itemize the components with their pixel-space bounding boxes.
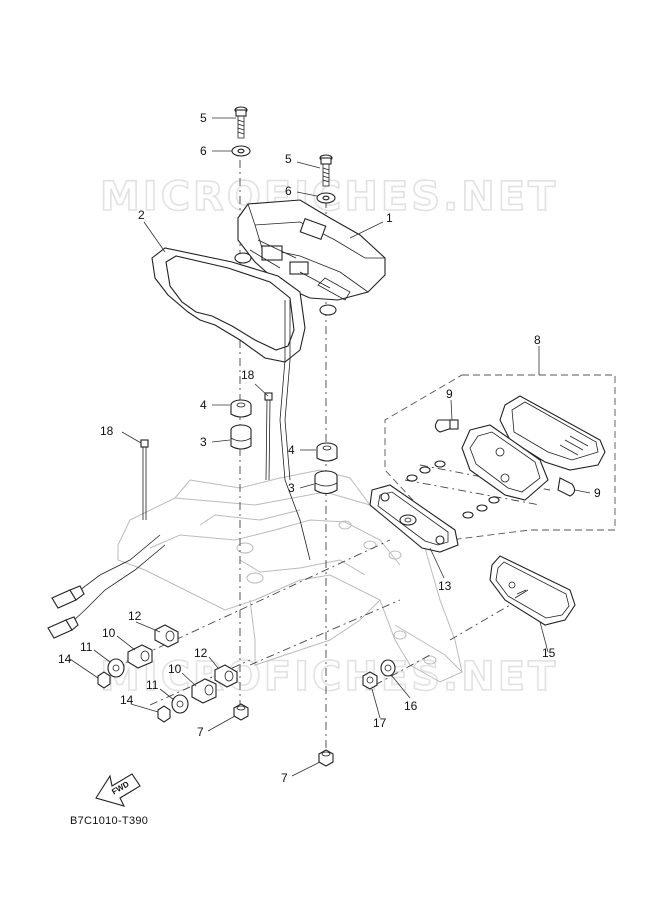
tail-light-bracket	[369, 484, 459, 553]
spacer-12b	[214, 664, 238, 688]
collar-left	[230, 399, 252, 418]
callout-18: 18	[100, 424, 114, 438]
collar-right	[316, 442, 338, 462]
callout-5: 5	[285, 152, 292, 166]
wire-harness	[279, 300, 311, 561]
callout-12: 12	[128, 609, 142, 623]
callout-11: 11	[146, 678, 159, 692]
grommet-left	[230, 424, 252, 450]
rear-frame	[117, 469, 463, 683]
callout-7: 7	[197, 725, 204, 739]
bolt-right	[319, 154, 333, 187]
bulb-lower	[557, 477, 576, 497]
cable-tie-b	[140, 439, 149, 520]
callout-6: 6	[285, 184, 292, 198]
tail-light-assembly-box	[384, 374, 616, 541]
washer-left	[231, 145, 251, 157]
callout-5: 5	[200, 111, 207, 125]
nut-17	[362, 671, 378, 690]
callout-11: 11	[80, 640, 93, 654]
bolt-left	[234, 106, 248, 139]
grommet-right	[314, 470, 338, 495]
connector-a	[51, 585, 85, 609]
small-fasteners	[406, 460, 500, 519]
damper-10b	[191, 678, 217, 704]
callout-14: 14	[58, 652, 72, 666]
callout-10: 10	[168, 662, 182, 676]
callout-18: 18	[241, 368, 255, 382]
callout-1: 1	[386, 211, 393, 225]
bulb-upper	[434, 419, 459, 433]
fwd-arrow-icon: FWD	[95, 773, 141, 807]
callout-7: 7	[281, 771, 288, 785]
callout-9: 9	[446, 387, 453, 401]
callout-6: 6	[200, 144, 207, 158]
callout-13: 13	[438, 579, 452, 593]
washer-11a	[107, 658, 125, 678]
damper-10a	[127, 644, 153, 669]
callout-3: 3	[288, 481, 295, 495]
spacer-12a	[154, 624, 179, 648]
washer-16	[380, 659, 396, 677]
callout-2: 2	[138, 208, 145, 222]
nut-7b	[318, 749, 334, 767]
callout-9: 9	[594, 486, 601, 500]
washer-11b	[171, 694, 189, 714]
diagram-code: B7C1010-T390	[70, 815, 148, 827]
nut-14a	[97, 671, 111, 689]
callout-15: 15	[542, 646, 556, 660]
meter-cover	[151, 247, 306, 363]
tail-light-housing	[499, 395, 606, 471]
callout-3: 3	[200, 435, 207, 449]
callout-4: 4	[288, 443, 295, 457]
callout-10: 10	[102, 626, 116, 640]
callout-12: 12	[194, 646, 208, 660]
nut-14b	[157, 705, 171, 723]
nut-7a	[233, 703, 249, 721]
washer-right	[316, 192, 336, 204]
callout-16: 16	[404, 699, 418, 713]
callout-4: 4	[200, 398, 207, 412]
tail-light-gasket	[461, 424, 549, 501]
reflector	[489, 555, 576, 626]
connector-b	[47, 616, 79, 639]
cable-tie-a	[264, 392, 273, 481]
watermark-bottom: MICROFICHES.NET	[100, 654, 558, 700]
callout-14: 14	[120, 693, 134, 707]
callout-labels: 5 6 5 6 1 2 8 18 4 3 18 9 4 3 9 13 12 10…	[58, 111, 601, 785]
callout-17: 17	[373, 716, 387, 730]
leader-lines	[69, 117, 591, 777]
callout-8: 8	[534, 333, 541, 347]
